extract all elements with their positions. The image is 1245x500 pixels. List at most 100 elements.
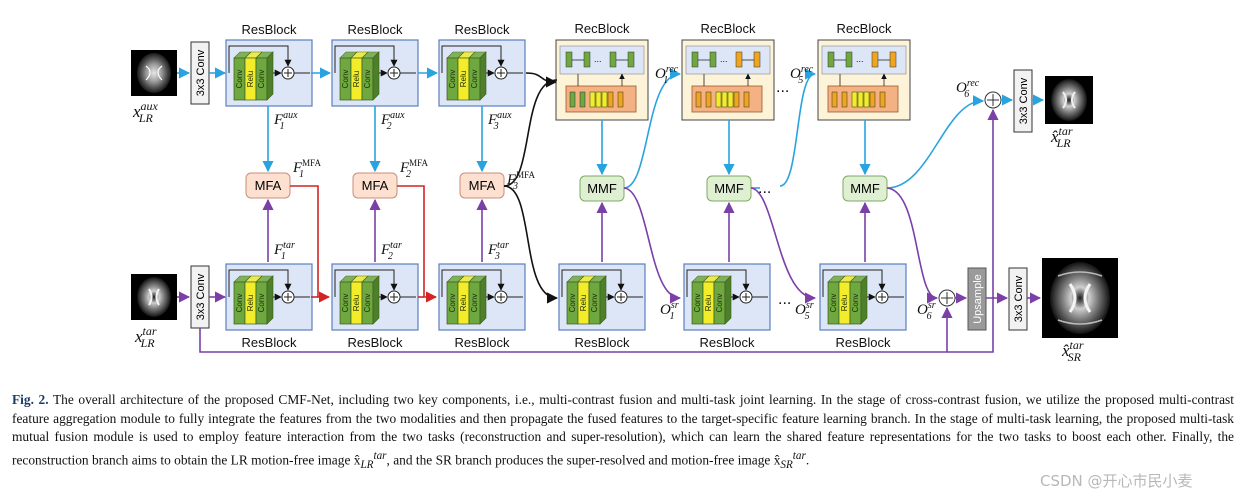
resblock-layer-label: Relu — [459, 295, 468, 311]
plus-sr — [938, 289, 956, 307]
resblock-layer-label: Conv — [590, 294, 599, 313]
resblock-layer-label: Relu — [352, 295, 361, 311]
svg-text:MFA: MFA — [255, 178, 282, 193]
resblock-label: ResBlock — [348, 22, 403, 37]
svg-text:3x3 Conv: 3x3 Conv — [1013, 275, 1025, 322]
resblock-layer-label: Relu — [246, 295, 255, 311]
resblock-label: ResBlock — [700, 335, 755, 350]
resblock-label: ResBlock — [836, 335, 891, 350]
resblock-layer-label: Relu — [459, 71, 468, 87]
recblock-2: ... RecBlock — [681, 21, 775, 121]
svg-text:MMF: MMF — [850, 181, 880, 196]
resblock-layer-label: Conv — [235, 294, 244, 313]
svg-text:MMF: MMF — [714, 181, 744, 196]
ellipsis-sr-row: ... — [778, 291, 791, 308]
plus-rec — [984, 91, 1002, 109]
svg-text:MFA: MFA — [469, 178, 496, 193]
resblock-label: ResBlock — [242, 335, 297, 350]
mmf-2: MMF — [706, 175, 752, 202]
input-image-aux — [131, 50, 177, 96]
caption-label: Fig. 2. — [12, 392, 49, 407]
conv3x3-aux: 3x3 Conv — [190, 41, 210, 105]
resblock-layer-label: Conv — [341, 294, 350, 313]
recblock-ellipsis: ... — [856, 54, 864, 64]
resblock-layer-label: Conv — [851, 294, 860, 313]
resblock-layer-label: Conv — [363, 70, 372, 89]
resblock-layer-label: Relu — [579, 295, 588, 311]
svg-text:3x3 Conv: 3x3 Conv — [195, 273, 207, 320]
resblock-label: ResBlock — [575, 335, 630, 350]
recblock-3: ... RecBlock — [817, 21, 911, 121]
svg-text:3x3 Conv: 3x3 Conv — [195, 49, 207, 96]
svg-text:MFA: MFA — [362, 178, 389, 193]
upsample-block: Upsample — [967, 267, 987, 331]
resblock-layer-label: Conv — [470, 70, 479, 89]
resblock-layer-label: Conv — [235, 70, 244, 89]
resblock-layer-label: Conv — [715, 294, 724, 313]
mmf-1: MMF — [579, 175, 625, 202]
recblock-ellipsis: ... — [720, 54, 728, 64]
svg-text:MMF: MMF — [587, 181, 617, 196]
resblock-layer-label: Conv — [693, 294, 702, 313]
resblock-layer-label: Relu — [840, 295, 849, 311]
resblock-layer-label: Relu — [704, 295, 713, 311]
recblock-label: RecBlock — [837, 21, 892, 36]
output-image-sr — [1042, 258, 1118, 338]
recblock-label: RecBlock — [575, 21, 630, 36]
resblock-label: ResBlock — [348, 335, 403, 350]
resblock-layer-label: Conv — [448, 70, 457, 89]
mfa-1: MFA — [245, 172, 291, 199]
conv3x3-tar: 3x3 Conv — [190, 265, 210, 329]
recblock-ellipsis: ... — [594, 54, 602, 64]
resblock-layer-label: Conv — [341, 70, 350, 89]
recblock-label: RecBlock — [701, 21, 756, 36]
figure-caption: Fig. 2. The overall architecture of the … — [12, 392, 1234, 471]
resblock-layer-label: Relu — [352, 71, 361, 87]
resblock-label: ResBlock — [455, 22, 510, 37]
resblock-layer-label: Conv — [257, 294, 266, 313]
resblock-label: ResBlock — [242, 22, 297, 37]
ellipsis-rec-row: ... — [776, 79, 789, 96]
resblock-label: ResBlock — [455, 335, 510, 350]
ellipsis-mmf-row: ... — [758, 180, 771, 197]
resblock-layer-label: Conv — [470, 294, 479, 313]
svg-text:3x3 Conv: 3x3 Conv — [1018, 77, 1030, 124]
mfa-2: MFA — [352, 172, 398, 199]
recblock-1: ... RecBlock — [555, 21, 649, 121]
mfa-3: MFA — [459, 172, 505, 199]
resblock-layer-label: Relu — [246, 71, 255, 87]
caption-text: The overall architecture of the proposed… — [12, 392, 1234, 468]
input-image-tar — [131, 274, 177, 320]
mmf-3: MMF — [842, 175, 888, 202]
resblock-layer-label: Conv — [829, 294, 838, 313]
resblock-layer-label: Conv — [257, 70, 266, 89]
